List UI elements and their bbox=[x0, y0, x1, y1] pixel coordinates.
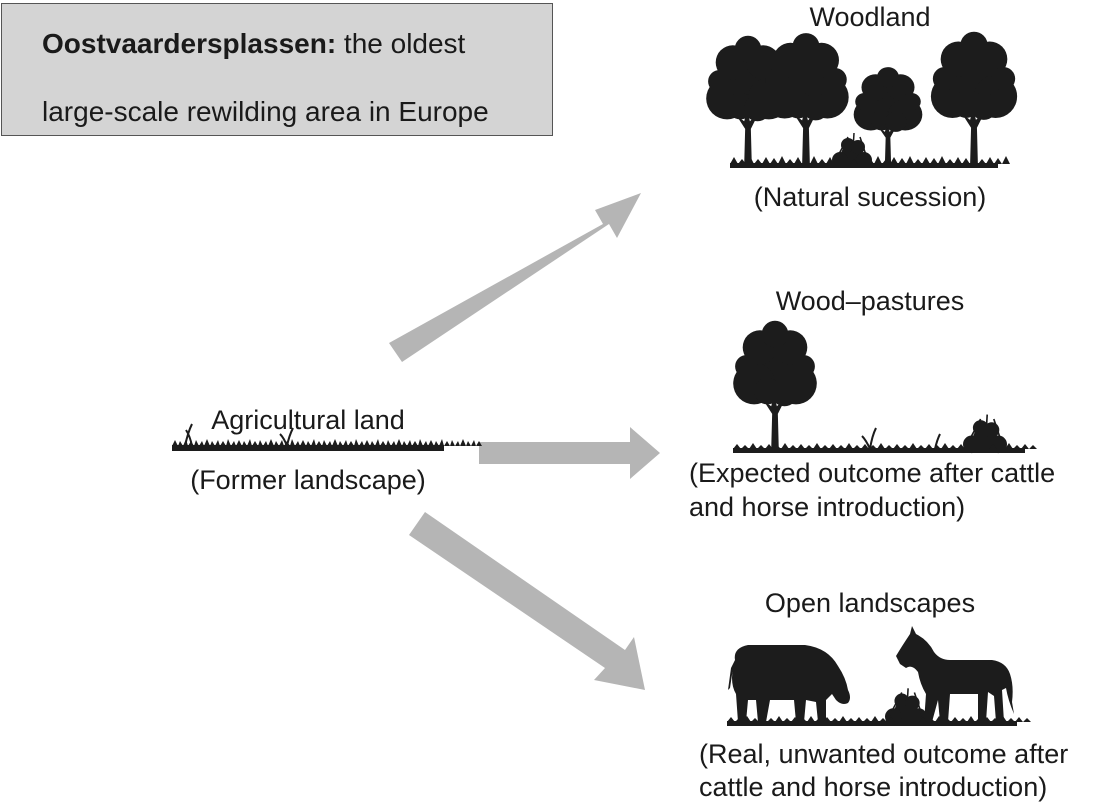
title-rest: the oldest bbox=[336, 28, 466, 59]
title-bold: Oostvaardersplassen: bbox=[42, 28, 337, 59]
tree-icon bbox=[930, 31, 1018, 165]
wood-pastures-scene bbox=[733, 320, 1037, 454]
tree-icon bbox=[733, 320, 817, 450]
title-line-1: Oostvaardersplassen: the oldest bbox=[42, 25, 465, 62]
grass-icon bbox=[730, 156, 1010, 168]
source-label: Agricultural land bbox=[211, 405, 405, 435]
cow-icon bbox=[728, 645, 850, 722]
arrow-to-woodland bbox=[389, 193, 641, 362]
outcome-woodland-label: Woodland bbox=[809, 2, 931, 32]
title-box: Oostvaardersplassen: the oldest large-sc… bbox=[1, 3, 553, 136]
outcome-open-landscapes-label: Open landscapes bbox=[764, 588, 976, 618]
grass-icon bbox=[733, 427, 1037, 453]
outcome-open-landscapes-caption-1: (Real, unwanted outcome after bbox=[699, 739, 1069, 769]
tree-icon bbox=[763, 33, 849, 166]
outcome-woodland-caption: (Natural sucession) bbox=[753, 182, 987, 212]
arrow-to-open-landscapes bbox=[409, 512, 645, 690]
arrow-to-wood-pastures bbox=[479, 427, 660, 479]
agricultural-grass-icon bbox=[172, 423, 482, 451]
outcome-wood-pastures-caption-1: (Expected outcome after cattle bbox=[689, 458, 1056, 488]
open-landscapes-scene bbox=[727, 626, 1031, 726]
grass-icon bbox=[727, 716, 1031, 726]
outcome-open-landscapes-caption-2: cattle and horse introduction) bbox=[699, 772, 1048, 802]
source-caption: (Former landscape) bbox=[190, 465, 426, 495]
horse-icon bbox=[896, 626, 1014, 722]
outcome-wood-pastures-label: Wood–pastures bbox=[775, 286, 965, 316]
outcome-wood-pastures-caption-2: and horse introduction) bbox=[689, 492, 966, 522]
woodland-trees bbox=[706, 31, 1018, 169]
title-line-2: large-scale rewilding area in Europe bbox=[42, 96, 489, 127]
